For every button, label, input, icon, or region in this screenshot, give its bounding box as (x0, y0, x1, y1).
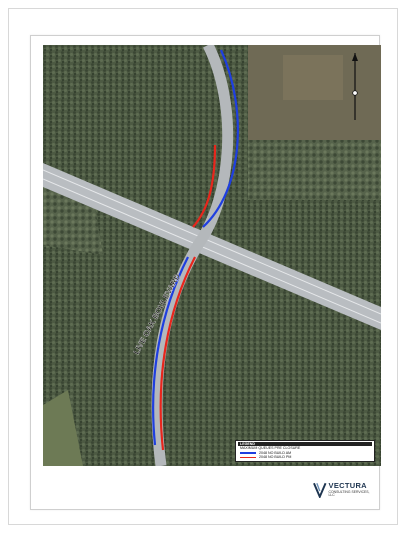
legend-item-am: 2048 NO BUILD AM (238, 451, 372, 455)
field-area-southwest (43, 390, 83, 466)
field-parcel (283, 55, 343, 100)
queue-am-south (152, 256, 189, 446)
legend-item-pm: 2048 NO BUILD PM (238, 455, 372, 459)
aerial-map-canvas: LIVE OAK BOULEVARD (43, 45, 381, 466)
legend-title: MAXIMUM QUEUES PRE CLOSURE (238, 446, 372, 450)
forest-area-east (248, 140, 381, 200)
highway (43, 163, 381, 330)
legend-item-label: 2048 NO BUILD AM (259, 450, 292, 455)
legend-swatch-am (240, 452, 256, 454)
logo-subtitle: CONSULTING SERVICES, LLC (328, 489, 370, 498)
legend-heading: LEGEND (238, 442, 372, 447)
north-arrow-icon (352, 53, 358, 120)
logo-name: VECTURA (328, 481, 367, 491)
queue-pm-south (159, 256, 196, 451)
highway-lane-line-2 (43, 178, 381, 324)
legend-swatch-pm (240, 456, 256, 459)
live-oak-boulevard (151, 45, 234, 466)
queue-am-north (202, 49, 239, 228)
legend-title-text: MAXIMUM QUEUES PRE CLOSURE (240, 446, 301, 451)
legend-item-label: 2048 NO BUILD PM (259, 455, 292, 460)
queue-pm-north (192, 144, 217, 228)
company-logo: VECTURA CONSULTING SERVICES, LLC (313, 480, 375, 500)
aerial-map[interactable]: LIVE OAK BOULEVARD (43, 45, 381, 466)
vectura-logo-icon (313, 482, 327, 498)
map-legend: LEGEND MAXIMUM QUEUES PRE CLOSURE 2048 N… (235, 440, 375, 462)
highway-lane-line (43, 169, 381, 315)
